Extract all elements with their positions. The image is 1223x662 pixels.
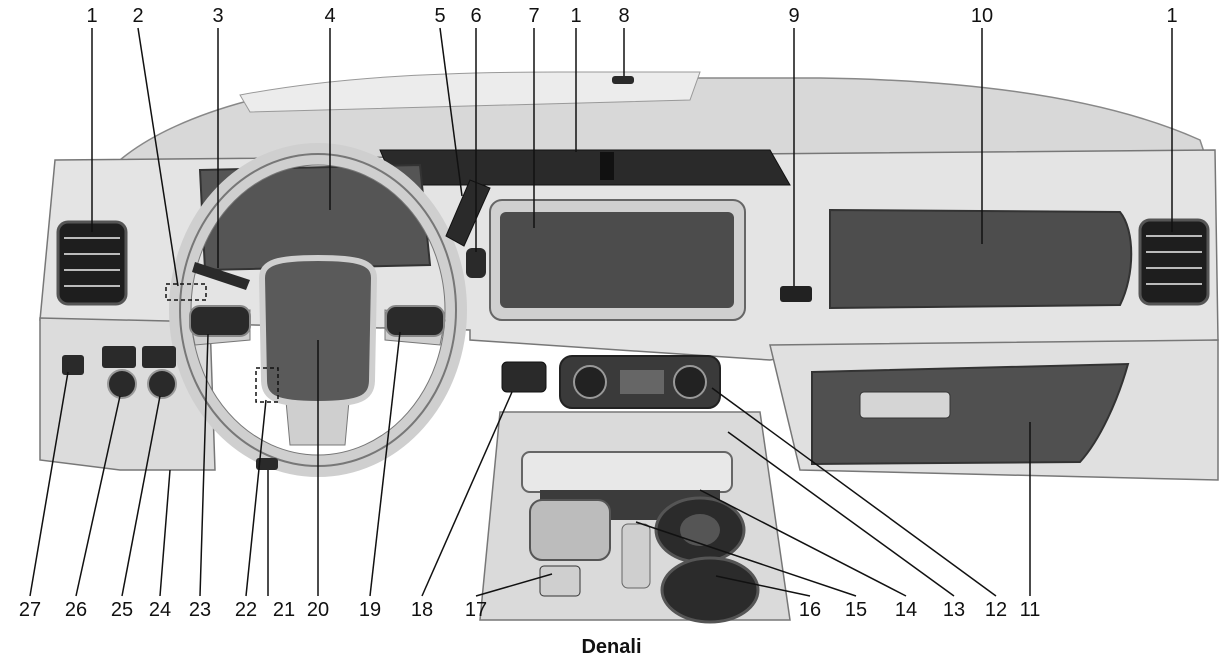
- turn-signal-lever: [192, 262, 250, 290]
- callout-label: 8: [618, 5, 629, 27]
- callout-label: 18: [411, 599, 433, 621]
- windshield-sensor: [612, 76, 634, 84]
- callout-label: 17: [465, 599, 487, 621]
- callout-label: 19: [359, 599, 381, 621]
- right-steering-controls: [385, 305, 445, 337]
- callout-label: 1: [570, 5, 581, 27]
- callout-label: 11: [1020, 599, 1041, 621]
- callout-label: 27: [19, 599, 41, 621]
- callout-label: 21: [273, 599, 295, 621]
- callout-label: 16: [799, 599, 821, 621]
- column-knob: [466, 248, 486, 278]
- callout-label: 25: [111, 599, 133, 621]
- glove-box: [811, 362, 1130, 466]
- storage-bin: [521, 451, 733, 493]
- cup-holder-rear: [660, 556, 760, 624]
- center-upper-vent: [379, 149, 791, 186]
- callout-label: 12: [985, 599, 1007, 621]
- callout-label: 22: [235, 599, 257, 621]
- steering-wheel-hub: [258, 254, 378, 408]
- left-outer-vent: [56, 220, 128, 306]
- right-outer-vent: [1138, 218, 1210, 306]
- passenger-airbag-indicator: [780, 286, 812, 302]
- hidden-control-box-22: [255, 367, 279, 403]
- dashboard-illustration: [39, 71, 1219, 624]
- callout-label: 20: [307, 599, 329, 621]
- callout-label: 23: [189, 599, 211, 621]
- headlamp-switch: [62, 355, 84, 375]
- console-tray: [529, 499, 611, 561]
- callout-label: 1: [1166, 5, 1177, 27]
- center-switch: [501, 361, 547, 393]
- callout-label: 3: [212, 5, 223, 27]
- callout-label: 24: [149, 599, 171, 621]
- left-knob-26: [107, 369, 137, 399]
- bottom-callouts: 27 26 25 24 23 22 21 20 19 18 17 16 15 1…: [19, 599, 1041, 621]
- leader-lines: [29, 27, 1173, 597]
- hood-release: [256, 458, 278, 470]
- callout-label: 1: [86, 5, 97, 27]
- callout-label: 15: [845, 599, 867, 621]
- left-knob-25: [147, 369, 177, 399]
- callout-label: 4: [324, 5, 335, 27]
- callout-label: 6: [470, 5, 481, 27]
- top-callouts: 1 2 3 4 5 6 7 1 8 9 10 1: [86, 5, 1177, 27]
- dash-top-highlight: [239, 71, 701, 113]
- console-switch: [539, 565, 581, 597]
- callout-label: 9: [788, 5, 799, 27]
- figure-caption: Denali: [581, 636, 642, 658]
- callout-label: 13: [943, 599, 965, 621]
- column-shift-lever: [445, 179, 491, 247]
- passenger-trim: [829, 208, 1133, 310]
- callout-label: 10: [971, 5, 993, 27]
- left-steering-controls: [189, 305, 251, 337]
- callout-label: 26: [65, 599, 87, 621]
- callout-label: 14: [895, 599, 917, 621]
- callout-label: 5: [434, 5, 445, 27]
- callout-label: 7: [528, 5, 539, 27]
- callout-label: 2: [132, 5, 143, 27]
